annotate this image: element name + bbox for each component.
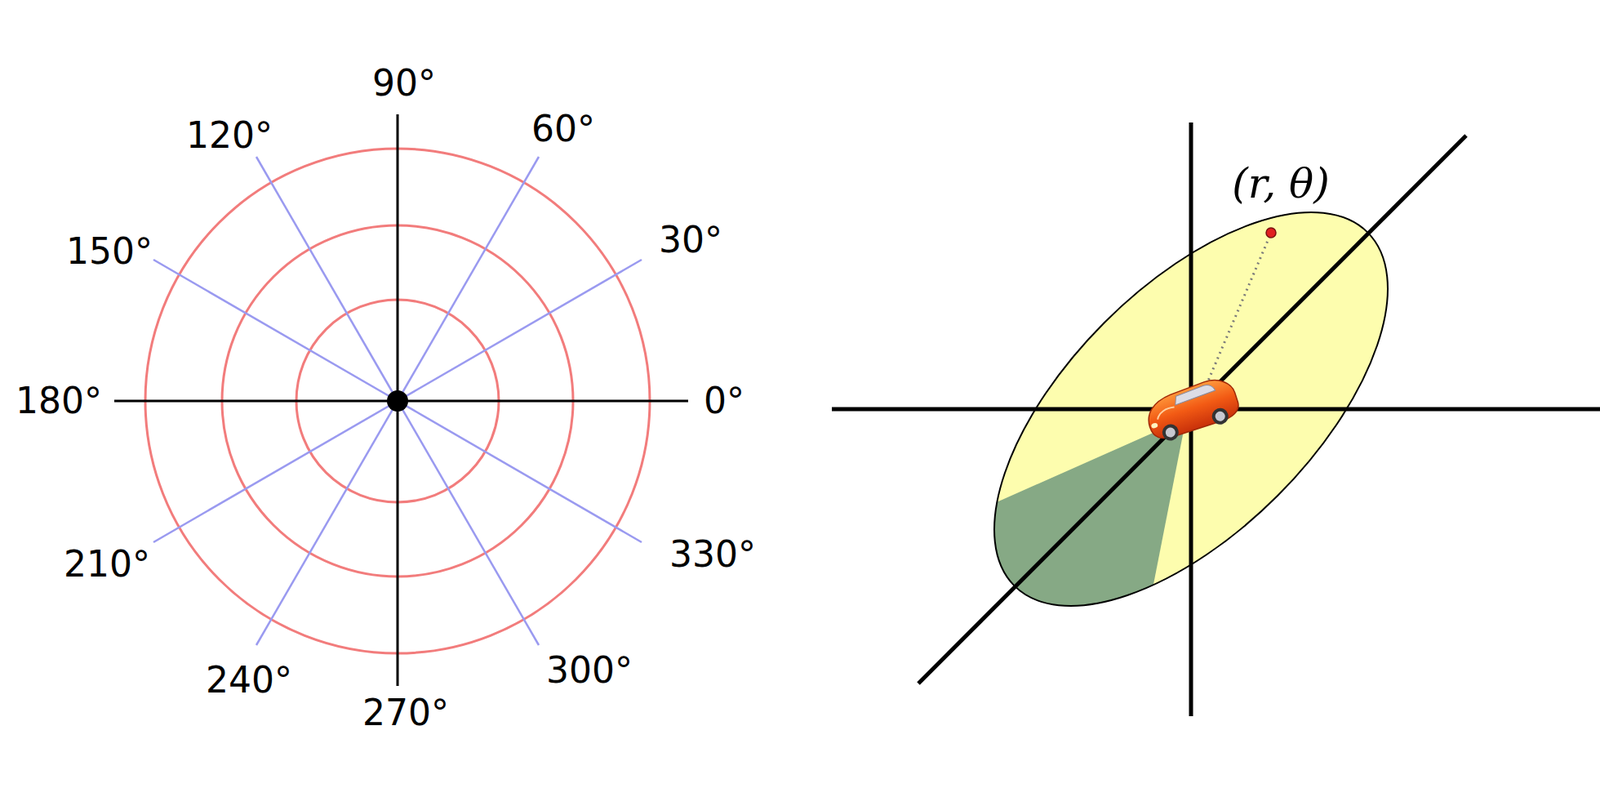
angle-label: 0° xyxy=(703,382,745,419)
angle-spoke xyxy=(153,259,398,401)
angle-label: 150° xyxy=(66,233,153,270)
angle-label: 210° xyxy=(63,546,151,583)
angle-label: 180° xyxy=(15,382,103,419)
point-label: (r, θ) xyxy=(1231,163,1329,205)
angle-label: 270° xyxy=(362,694,449,731)
car-icon xyxy=(1142,373,1244,446)
angle-label: 90° xyxy=(372,65,436,102)
angle-label: 120° xyxy=(186,117,273,154)
range-line xyxy=(1204,236,1270,391)
angle-spoke xyxy=(397,400,539,645)
heading-line xyxy=(918,135,1467,684)
polar-grid xyxy=(114,114,689,686)
angle-spoke xyxy=(397,156,539,401)
angle-label: 300° xyxy=(546,652,633,689)
angle-spoke xyxy=(397,259,642,401)
angle-spoke xyxy=(153,400,398,543)
blind-sector xyxy=(666,417,1187,806)
angle-spoke xyxy=(397,400,642,543)
angle-spoke xyxy=(256,400,398,645)
target-point xyxy=(1266,227,1276,238)
angle-label: 30° xyxy=(658,222,723,258)
angle-label: 330° xyxy=(669,536,756,573)
angle-label: 60° xyxy=(531,111,596,147)
origin-dot xyxy=(386,390,409,412)
angle-label: 240° xyxy=(205,662,293,698)
angle-spoke xyxy=(256,156,398,401)
car-scene xyxy=(666,122,1600,806)
